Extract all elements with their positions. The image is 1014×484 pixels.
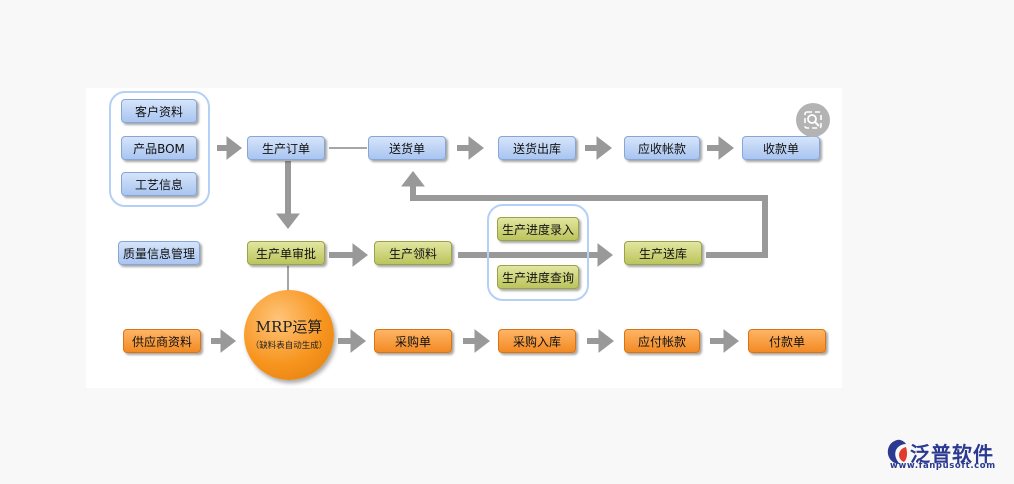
node-supplier-info[interactable]: 供应商资料 xyxy=(123,329,201,353)
node-production-approval[interactable]: 生产单审批 xyxy=(247,241,325,265)
node-payable-account[interactable]: 应付帐款 xyxy=(624,329,700,353)
logo-url-text: www.fanpusoft.com xyxy=(890,461,996,471)
node-payment[interactable]: 付款单 xyxy=(748,329,826,353)
node-delivery-out[interactable]: 送货出库 xyxy=(498,136,576,160)
mrp-subtitle: （缺料表自动生成） xyxy=(250,341,328,351)
zoom-button[interactable] xyxy=(796,103,830,137)
node-purchase-in[interactable]: 采购入库 xyxy=(498,329,576,353)
node-customer-info[interactable]: 客户资料 xyxy=(121,99,197,123)
mrp-title: MRP运算 xyxy=(255,318,323,336)
zoom-icon xyxy=(804,111,822,129)
node-progress-entry[interactable]: 生产进度录入 xyxy=(497,217,579,241)
node-production-material[interactable]: 生产领料 xyxy=(374,241,452,265)
master-data-group xyxy=(109,91,210,207)
node-progress-query[interactable]: 生产进度查询 xyxy=(497,265,579,289)
node-delivery-note[interactable]: 送货单 xyxy=(368,136,446,160)
logo-brand-text: 泛普软件 xyxy=(910,442,994,466)
mrp-calculation-circle[interactable]: MRP运算 （缺料表自动生成） xyxy=(244,290,334,380)
fanpu-logo: 泛普软件 www.fanpusoft.com xyxy=(884,438,1008,472)
fanpu-logo-icon xyxy=(887,439,908,464)
node-purchase-order[interactable]: 采购单 xyxy=(374,329,452,353)
node-quality-info[interactable]: 质量信息管理 xyxy=(118,241,200,265)
node-production-order[interactable]: 生产订单 xyxy=(247,136,325,160)
node-product-bom[interactable]: 产品BOM xyxy=(121,136,197,160)
node-receipt[interactable]: 收款单 xyxy=(742,136,820,160)
node-production-delivery[interactable]: 生产送库 xyxy=(624,241,702,265)
node-process-info[interactable]: 工艺信息 xyxy=(121,172,197,196)
node-receivable-account[interactable]: 应收帐款 xyxy=(624,136,700,160)
progress-group xyxy=(487,204,589,301)
